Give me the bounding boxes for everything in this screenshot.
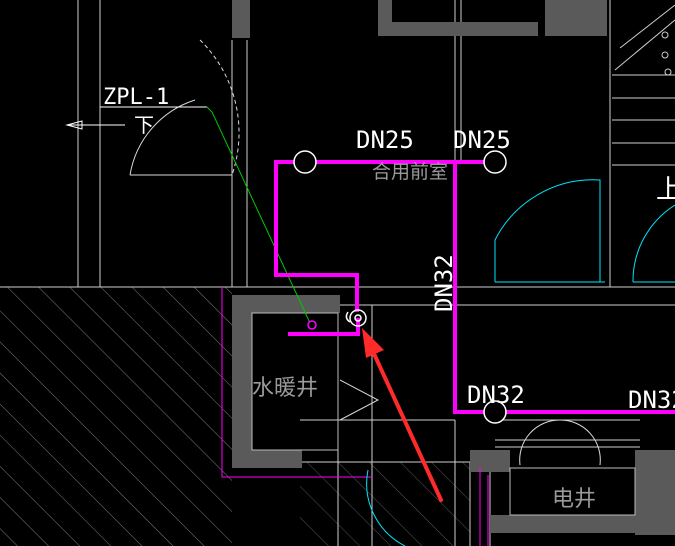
stair-lines (614, 4, 675, 76)
valve-symbol-icon[interactable] (345, 309, 367, 327)
riser-circle-icon[interactable] (293, 150, 317, 174)
white-doors (129, 39, 601, 466)
walls (232, 0, 675, 535)
door-swings (366, 179, 675, 546)
electric-shaft-label: 电井 (552, 487, 596, 512)
annotation-arrow-icon (362, 328, 443, 502)
wall-outlines (251, 312, 636, 516)
water-shaft-label: 水暖井 (252, 376, 318, 401)
dn32-right-label: DN32 (628, 386, 675, 414)
dn25-left-label: DN25 (356, 126, 414, 154)
down-label: 下 (134, 113, 154, 137)
riser-circle-icon[interactable] (483, 150, 507, 174)
arrow-left-icon (65, 120, 83, 130)
room-label: 合用前室 (372, 161, 448, 183)
dn32-bottom-label: DN32 (467, 381, 525, 409)
riser-small-icon[interactable] (307, 320, 317, 330)
risers (293, 150, 507, 424)
zpl-label: ZPL-1 (103, 85, 169, 110)
dn25-right-label: DN25 (453, 126, 511, 154)
riser-circle-icon[interactable] (483, 400, 507, 424)
hatched-area (0, 287, 470, 546)
up-label: 上 (656, 175, 675, 205)
magenta-boundaries (221, 287, 489, 546)
dn32-vertical-label: DN32 (430, 254, 458, 312)
